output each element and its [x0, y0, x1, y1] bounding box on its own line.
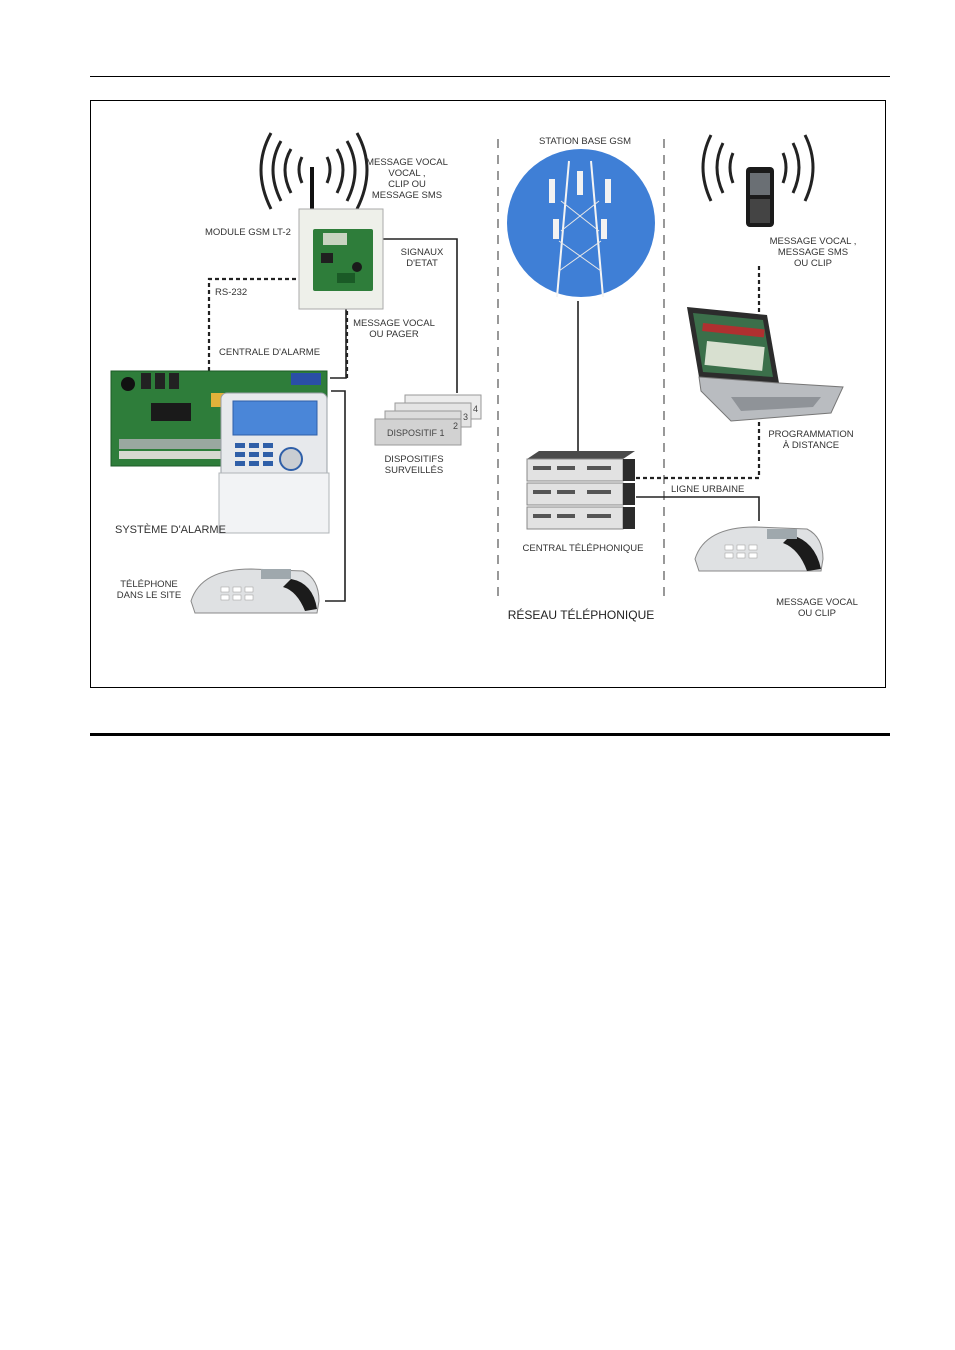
label-reseau: RÉSEAU TÉLÉPHONIQUE [508, 607, 654, 622]
device-3-label: 3 [463, 412, 468, 422]
svg-text:OU CLIP: OU CLIP [798, 608, 836, 619]
gsm-tower-icon [507, 149, 655, 298]
label-rs232: RS-232 [215, 287, 247, 298]
site-telephone-icon [190, 568, 320, 614]
alarm-keypad-icon [218, 392, 330, 534]
label-central-tel: CENTRAL TÉLÉPHONIQUE [523, 543, 644, 554]
monitored-devices-icon [374, 394, 482, 446]
svg-text:VOCAL ,: VOCAL , [388, 168, 425, 179]
laptop-icon [687, 307, 844, 422]
label-programmation: PROGRAMMATION À DISTANCE [768, 429, 853, 451]
svg-text:À DISTANCE: À DISTANCE [783, 440, 839, 451]
svg-text:MESSAGE VOCAL: MESSAGE VOCAL [366, 157, 448, 168]
label-module-gsm: MODULE GSM LT-2 [205, 227, 291, 238]
device-2-label: 2 [453, 421, 458, 431]
gsm-module-icon [298, 208, 384, 310]
label-msg-vocal-top: MESSAGE VOCAL VOCAL , CLIP OU MESSAGE SM… [366, 157, 448, 201]
gsm-antenna-icon [310, 167, 314, 227]
ligne-urbaine-line [636, 496, 760, 521]
site-phone-line [325, 390, 346, 602]
header-rule [90, 76, 890, 77]
label-station-base: STATION BASE GSM [539, 136, 631, 147]
footer-rule [90, 733, 890, 736]
label-signaux: SIGNAUX D'ETAT [401, 247, 444, 269]
svg-text:OU CLIP: OU CLIP [794, 258, 832, 269]
telephone-exchange-icon [526, 451, 635, 530]
label-msg-clip-bottom: MESSAGE VOCAL OU CLIP [776, 597, 858, 619]
svg-text:OU PAGER: OU PAGER [369, 329, 419, 340]
signaux-line [365, 238, 458, 393]
svg-text:SURVEILLÉS: SURVEILLÉS [385, 465, 443, 476]
diagram-frame: 4 3 2 DISPOSITIF 1 [90, 100, 886, 688]
wireless-waves-icon [259, 132, 369, 210]
mobile-phone-icon [746, 167, 774, 227]
device-1-label: DISPOSITIF 1 [387, 428, 445, 438]
remote-telephone-icon [694, 526, 824, 572]
rs232-line [207, 277, 317, 371]
label-msg-sms-clip: MESSAGE VOCAL , MESSAGE SMS OU CLIP [770, 236, 857, 269]
label-centrale: CENTRALE D'ALARME [219, 347, 320, 358]
label-systeme: SYSTÈME D'ALARME [115, 523, 226, 536]
svg-text:MESSAGE VOCAL: MESSAGE VOCAL [776, 597, 858, 608]
svg-text:CLIP OU: CLIP OU [388, 179, 426, 190]
svg-text:SIGNAUX: SIGNAUX [401, 247, 444, 258]
label-dispositifs: DISPOSITIFS SURVEILLÉS [384, 454, 443, 476]
svg-text:MESSAGE VOCAL ,: MESSAGE VOCAL , [770, 236, 857, 247]
label-msg-pager: MESSAGE VOCAL OU PAGER [353, 318, 435, 340]
svg-text:MESSAGE VOCAL: MESSAGE VOCAL [353, 318, 435, 329]
mobile-waves-icon [701, 134, 815, 202]
svg-text:MESSAGE SMS: MESSAGE SMS [778, 247, 848, 258]
alarm-network-diagram: 4 3 2 DISPOSITIF 1 [110, 132, 858, 622]
device-4-label: 4 [473, 404, 478, 414]
label-ligne-urbaine: LIGNE URBAINE [671, 484, 744, 495]
svg-text:TÉLÉPHONE: TÉLÉPHONE [120, 579, 178, 590]
remote-programming-line [636, 419, 761, 480]
svg-text:D'ETAT: D'ETAT [406, 258, 438, 269]
svg-text:DANS LE SITE: DANS LE SITE [117, 590, 181, 601]
svg-text:PROGRAMMATION: PROGRAMMATION [768, 429, 853, 440]
svg-text:DISPOSITIFS: DISPOSITIFS [384, 454, 443, 465]
svg-text:MESSAGE SMS: MESSAGE SMS [372, 190, 442, 201]
label-telephone-site: TÉLÉPHONE DANS LE SITE [117, 579, 181, 601]
